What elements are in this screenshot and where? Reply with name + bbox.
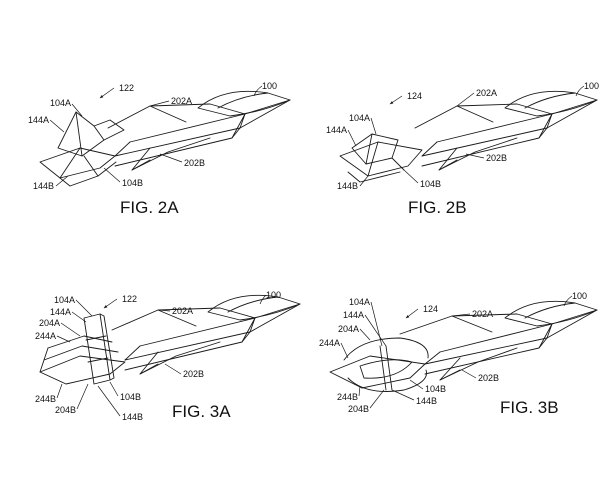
label-122: 122 (122, 294, 137, 304)
label-244b: 244B (337, 392, 358, 402)
label-204a: 204A (39, 318, 60, 328)
label-144a: 144A (28, 115, 49, 125)
label-124: 124 (407, 91, 422, 101)
aircraft-drawing-2a (39, 90, 291, 187)
label-100: 100 (262, 81, 277, 91)
callouts-2b: 100 124 202A 202B 104A 144A 104B 144B (326, 81, 599, 191)
label-100: 100 (572, 291, 587, 301)
label-144a: 144A (326, 125, 347, 135)
label-104b: 104B (420, 179, 441, 189)
label-104b: 104B (122, 178, 143, 188)
label-244a: 244A (35, 331, 56, 341)
label-104a: 104A (54, 295, 75, 305)
label-202a: 202A (476, 88, 497, 98)
figure-caption: FIG. 3B (500, 398, 559, 417)
label-104a: 104A (349, 297, 370, 307)
aircraft-drawing-2b (339, 90, 598, 183)
label-122: 122 (119, 83, 134, 93)
label-100: 100 (266, 290, 281, 300)
label-144a: 144A (50, 307, 71, 317)
figure-3a: 100 122 202A 202B 104A 144A 204A 244A 24… (35, 290, 301, 422)
label-202b: 202B (183, 369, 204, 379)
label-144b: 144B (122, 412, 143, 422)
label-202b: 202B (478, 373, 499, 383)
callouts-3a: 100 122 202A 202B 104A 144A 204A 244A 24… (35, 290, 281, 422)
callouts-2a: 100 122 202A 202B 104A 144A 104B 144B (28, 81, 277, 191)
label-202a: 202A (172, 306, 193, 316)
label-144b: 144B (337, 181, 358, 191)
label-202b: 202B (486, 153, 507, 163)
label-204a: 204A (338, 324, 359, 334)
label-144b: 144B (416, 396, 437, 406)
label-104a: 104A (349, 113, 370, 123)
figure-2a: 100 122 202A 202B 104A 144A 104B 144B FI… (28, 81, 291, 217)
figure-2b: 100 124 202A 202B 104A 144A 104B 144B FI… (326, 81, 599, 217)
figure-caption: FIG. 3A (172, 402, 231, 421)
callouts-3b: 100 124 202A 202B 104A 144A 204A 244A 24… (319, 291, 587, 414)
label-104a: 104A (50, 98, 71, 108)
label-104b: 104B (120, 392, 141, 402)
label-204b: 204B (348, 404, 369, 414)
label-202a: 202A (171, 96, 192, 106)
label-202b: 202B (184, 158, 205, 168)
label-100: 100 (584, 81, 599, 91)
label-144a: 144A (343, 310, 364, 320)
label-124: 124 (423, 304, 438, 314)
label-144b: 144B (33, 181, 54, 191)
label-202a: 202A (472, 309, 493, 319)
label-244a: 244A (319, 338, 340, 348)
label-244b: 244B (35, 394, 56, 404)
figure-caption: FIG. 2B (408, 198, 467, 217)
figure-3b: 100 124 202A 202B 104A 144A 204A 244A 24… (319, 291, 598, 417)
aircraft-drawing-3a (39, 294, 301, 385)
label-104b: 104B (425, 384, 446, 394)
figure-caption: FIG. 2A (120, 198, 179, 217)
label-204b: 204B (55, 405, 76, 415)
